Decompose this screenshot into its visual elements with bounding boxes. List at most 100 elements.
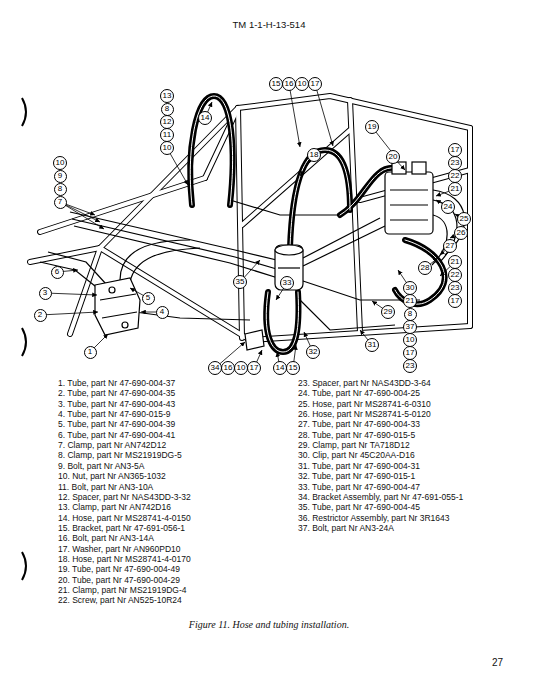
parts-list-entry: 33. Tube, part Nr 47-690-004-47 [298,482,420,492]
callout-circle: 14 [273,361,287,375]
callout-circle: 1 [84,346,97,359]
callout-number: 12 [163,118,172,126]
binder-mark [22,552,26,580]
parts-list-entry: 12. Spacer, part Nr NAS43DD-3-32 [58,492,191,502]
callout-circle: 20 [386,150,400,164]
callout-circle: 7 [54,196,67,209]
callout-number: 11 [163,131,171,139]
valve-detail [100,294,137,318]
cylinder [275,245,303,290]
parts-list-entry: 37. Bolt, part Nr AN3-24A [298,523,394,533]
callout-circle: 17 [308,77,322,91]
leader-line [40,312,98,315]
callout-number: 33 [283,279,292,287]
callout-circle: 19 [365,120,379,134]
callout-number: 23 [451,284,460,292]
callout-circle: 33 [280,276,294,290]
tube [48,252,106,284]
parts-list-entry: 27. Tube, part Nr 47-690-004-33 [298,419,420,429]
fitting [109,287,115,293]
cylinder [412,162,426,174]
page-number: 27 [492,658,503,668]
callout-number: 23 [406,362,415,370]
callout-number: 10 [298,80,307,88]
callout-number: 20 [389,153,398,161]
callout-number: 28 [421,264,430,272]
tube [303,218,380,258]
tube [300,300,395,330]
callout-circle: 21 [403,294,417,308]
callout-number: 19 [368,123,377,131]
leader-lines [40,84,464,368]
parts-list-entry: 18. Hose, part Nr MS28741-4-0170 [58,554,191,564]
parts-list-entry: 3. Tube, part Nr 47-690-004-43 [58,399,175,409]
callout-number: 34 [211,364,220,372]
parts-list-entry: 15. Bracket, part Nr 47-691-056-1 [58,523,185,533]
callout-circle: 25 [457,212,471,226]
parts-list-entry: 19. Tube, part Nr 47-690-004-49 [58,564,180,574]
callout-circle: 21 [448,182,462,196]
callout-circle: 16 [282,77,296,91]
parts-list-entry: 10. Nut, part Nr AN365-1032 [58,471,166,481]
tube [72,219,280,270]
callout-number: 31 [368,341,377,349]
tube [303,226,385,266]
callout-circle: 15 [286,361,300,375]
tube [74,226,278,278]
callout-number: 5 [146,294,150,302]
callout-circle: 18 [307,148,321,162]
callout-circle: 12 [160,115,174,129]
airframe-tube-outline [30,96,470,340]
callout-number: 1 [88,348,92,356]
fitting [122,322,128,328]
callout-circle: 26 [454,226,468,240]
callout-circle: 22 [448,169,462,183]
callout-number: 2 [38,311,42,319]
parts-list-entry: 2. Tube, part Nr 47-690-004-35 [58,388,175,398]
callout-circle: 31 [365,338,379,352]
tube [40,262,100,290]
callout-number: 10 [56,159,65,167]
callout-circle: 10 [53,156,67,170]
callout-circle: 24 [441,200,455,214]
callout-number: 21 [451,258,460,266]
callout-circle: 6 [51,266,64,279]
parts-list-entry: 1. Tube, part Nr 47-690-004-37 [58,378,175,388]
figure-caption: Figure 11. Hose and tubing installation. [0,619,538,630]
tube [120,240,190,280]
callout-circle: 8 [54,183,67,196]
callout-circle: 10 [295,77,309,91]
callout-circle: 37 [403,320,417,334]
callout-number: 3 [43,289,47,297]
callout-number: 26 [457,229,466,237]
valve-body [385,172,433,234]
callout-number: 4 [160,308,164,316]
parts-list-entry: 36. Restrictor Assembly, part Nr 3R1643 [298,513,450,523]
callout-number: 16 [224,364,233,372]
parts-list-entry: 34. Bracket Assembly, part Nr 47-691-055… [298,492,463,502]
callout-circle: 23 [448,156,462,170]
callout-number: 21 [451,185,460,193]
parts-list-entry: 21. Clamp, part Nr MS21919DG-4 [58,585,187,595]
hose-highlight [190,96,444,352]
cylinder-detail [278,267,300,268]
parts-list-entry: 26. Hose, part Nr MS28741-5-0120 [298,409,431,419]
callout-circle: 15 [269,77,283,91]
binder-mark [22,328,26,356]
callout-circle: 30 [403,281,417,295]
callout-number: 22 [451,172,460,180]
callout-number: 17 [250,364,259,372]
parts-list-entry: 24. Tube, part Nr 47-690-004-25 [298,388,420,398]
callout-number: 7 [58,198,62,206]
callout-number: 37 [406,323,415,331]
callout-number: 24 [444,203,453,211]
callout-number: 22 [451,271,460,279]
callout-circle: 23 [448,281,462,295]
hose-body [190,96,444,352]
parts-list-entry: 14. Hose, part Nr MS28741-4-0150 [58,513,191,523]
callout-circle: 16 [221,361,235,375]
callout-circle: 14 [198,111,212,125]
callout-circle: 27 [443,239,457,253]
bracket-assembly [245,330,264,350]
parts-list-entry: 31. Tube, part Nr 47-690-004-31 [298,461,420,471]
